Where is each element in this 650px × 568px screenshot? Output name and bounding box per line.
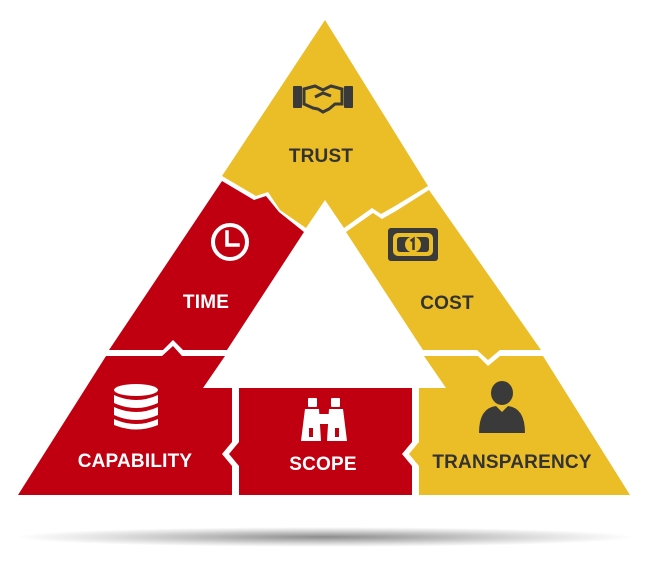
binoculars-icon — [301, 398, 347, 441]
clock-icon — [211, 223, 249, 261]
database-icon — [114, 384, 158, 430]
trust-segment — [222, 20, 428, 228]
person-icon — [479, 381, 525, 433]
time-label: TIME — [183, 292, 229, 313]
handshake-icon — [293, 84, 353, 114]
scope-segment — [229, 388, 412, 495]
cost-segment — [346, 190, 541, 360]
banknote-icon — [388, 228, 438, 261]
capability-label: CAPABILITY — [78, 451, 193, 472]
trust-label: TRUST — [289, 146, 354, 167]
capability-segment — [18, 346, 232, 495]
cost-label: COST — [420, 293, 474, 314]
transparency-label: TRANSPARENCY — [432, 452, 591, 473]
scope-label: SCOPE — [289, 454, 357, 475]
time-segment — [109, 181, 304, 350]
floor-shadow — [15, 527, 635, 547]
